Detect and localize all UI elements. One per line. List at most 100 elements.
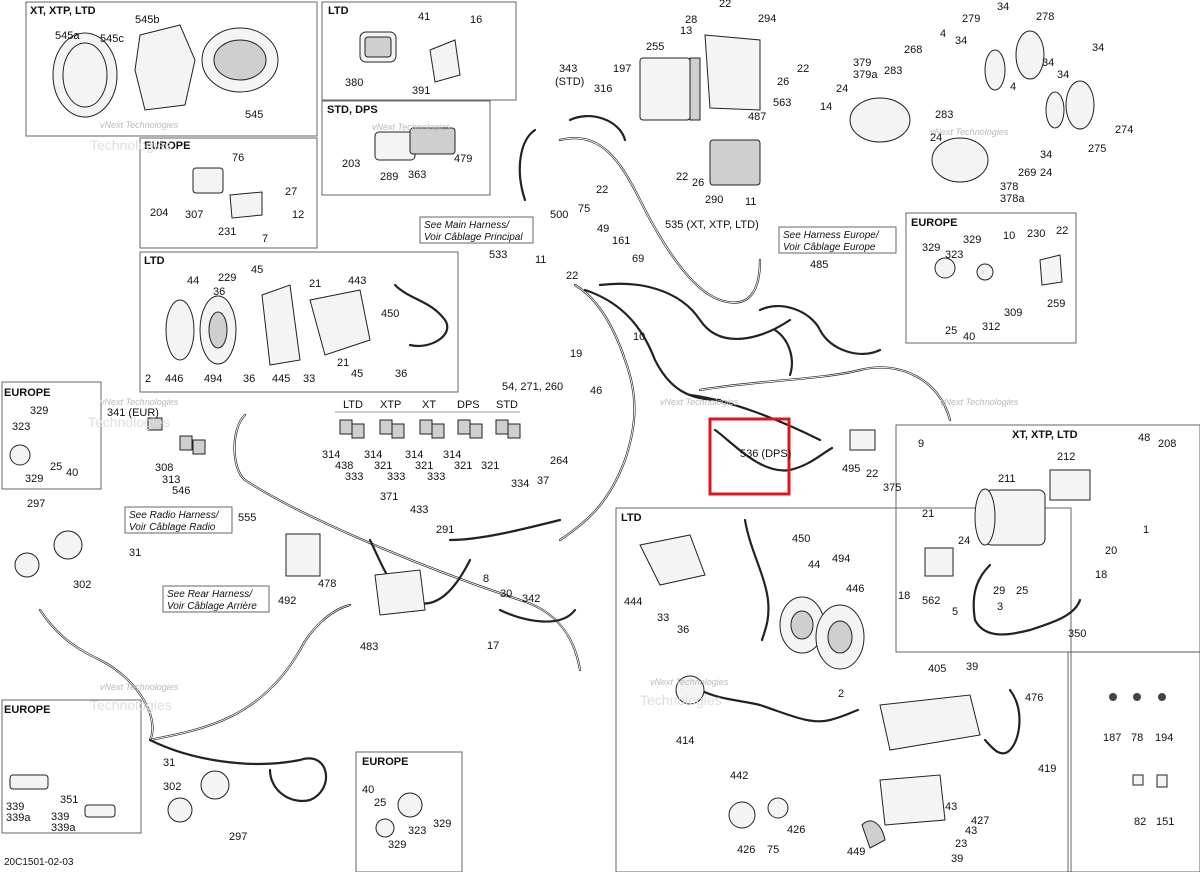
part-number-label: 31 [129, 547, 141, 559]
part-number-label: 321 [374, 460, 392, 472]
part-number-label: 264 [550, 455, 568, 467]
part-number-label: 19 [570, 348, 582, 360]
watermarks: vNext Technologies Technologies vNext Te… [88, 120, 1019, 713]
variant-headers: LTD XTP XT DPS STD [335, 399, 520, 413]
part-number-label: 231 [218, 226, 236, 238]
part-number-label: 48 [1138, 432, 1150, 444]
part-number-label: 46 [590, 385, 602, 397]
group-title-ltd-top: LTD [328, 5, 349, 17]
variant-header: XTP [380, 399, 401, 411]
part-number-label: 391 [412, 85, 430, 97]
part-number-label: 45 [351, 368, 363, 380]
part-number-label: 535 (XT, XTP, LTD) [665, 219, 759, 231]
part-number-label: 333 [427, 471, 445, 483]
part-number-label: 26 [692, 177, 704, 189]
part-number-label: 314 [322, 449, 340, 461]
part-number-label: 316 [594, 83, 612, 95]
part-number-label: 25 [374, 797, 386, 809]
part-number-label: 151 [1156, 816, 1174, 828]
part-number-label: 82 [1134, 816, 1146, 828]
part-number-label: 290 [705, 194, 723, 206]
part-number-label: 545c [100, 33, 124, 45]
group-title-europe-right: EUROPE [911, 217, 957, 229]
part-number-label: 31 [163, 757, 175, 769]
part-number-label: 11 [745, 196, 756, 208]
part-number-label: 39 [951, 853, 963, 865]
part-number-label: 283 [884, 65, 902, 77]
part-number-label: 187 [1103, 732, 1121, 744]
part-number-label: 36 [677, 624, 689, 636]
part-number-label: 25 [50, 461, 62, 473]
part-number-label: 16 [470, 14, 482, 26]
group-title-europe-bottom-left: EUROPE [4, 704, 50, 716]
part-number-label: 44 [808, 559, 820, 571]
watermark-text: vNext Technologies [100, 682, 179, 692]
part-number-label: 545b [135, 14, 159, 26]
part-number-label: 24 [836, 83, 848, 95]
part-number-label: 203 [342, 158, 360, 170]
part-number-label: 34 [1092, 42, 1104, 54]
part-number-label: 274 [1115, 124, 1133, 136]
note-radio-harness: See Radio Harness/ Voir Câblage Radio [124, 506, 233, 534]
part-number-label: 342 [522, 593, 540, 605]
part-number-label: 197 [613, 63, 631, 75]
part-number-label: 329 [922, 242, 940, 254]
part-number-label: 36 [395, 368, 407, 380]
part-number-label: 26 [777, 76, 789, 88]
part-number-label: 483 [360, 641, 378, 653]
part-number-label: 339a [6, 812, 31, 824]
watermark-text: vNext Technologies [940, 397, 1019, 407]
watermark-text: Technologies [90, 137, 172, 153]
part-number-label: 10 [633, 331, 645, 343]
part-number-label: 259 [1047, 298, 1065, 310]
part-number-label: 40 [362, 784, 374, 796]
part-number-label: 302 [163, 781, 181, 793]
part-number-label: 12 [292, 209, 304, 221]
part-number-label: 33 [303, 373, 315, 385]
part-number-label: 449 [847, 846, 865, 858]
part-number-label: 14 [820, 101, 832, 113]
part-number-label: 1 [1143, 524, 1149, 536]
part-number-label: 495 [842, 463, 860, 475]
part-number-label: 2 [838, 688, 844, 700]
part-number-label: 22 [596, 184, 608, 196]
part-number-label: 351 [60, 794, 78, 806]
part-number-label: 34 [997, 1, 1009, 13]
part-number-label: 450 [381, 308, 399, 320]
part-number-label: 309 [1004, 307, 1022, 319]
part-number-label: 283 [935, 109, 953, 121]
part-number-label: 321 [454, 460, 472, 472]
variant-header: LTD [343, 399, 363, 411]
part-number-label: 34 [1057, 69, 1069, 81]
part-number-label: 308 [155, 462, 173, 474]
note-europe-harness: See Harness Europe/ Voir Câblage Europe [778, 226, 897, 254]
part-number-label: 10 [1003, 230, 1015, 242]
watermark-text: vNext Technologies [650, 677, 729, 687]
part-number-label: 405 [928, 663, 946, 675]
part-number-label: 563 [773, 97, 791, 109]
part-number-label: 333 [345, 471, 363, 483]
part-number-label: 343 [559, 63, 577, 75]
part-number-label: 269 [1018, 167, 1036, 179]
part-number-label: 380 [345, 77, 363, 89]
part-number-label: 76 [232, 152, 244, 164]
part-number-label: 39 [966, 661, 978, 673]
part-number-label: 30 [500, 588, 512, 600]
part-number-label: 54, 271, 260 [502, 381, 563, 393]
part-number-label: 23 [955, 838, 967, 850]
part-number-label: 500 [550, 209, 568, 221]
part-number-label: 555 [238, 512, 256, 524]
part-number-label: 21 [337, 357, 349, 369]
part-number-label: 45 [251, 264, 263, 276]
note-text: See Rear Harness/ [167, 589, 253, 600]
part-number-label: 350 [1068, 628, 1086, 640]
part-number-label: 533 [489, 249, 507, 261]
group-title-europe-controls: EUROPE [144, 140, 190, 152]
part-number-label: 492 [278, 595, 296, 607]
group-title-xt-xtp-ltd-top: XT, XTP, LTD [30, 5, 96, 17]
part-number-label: 334 [511, 478, 529, 490]
part-number-label: 7 [262, 233, 268, 245]
part-number-label: 3 [997, 601, 1003, 613]
part-number-label: 44 [187, 275, 199, 287]
part-number-label: 545a [55, 30, 80, 42]
